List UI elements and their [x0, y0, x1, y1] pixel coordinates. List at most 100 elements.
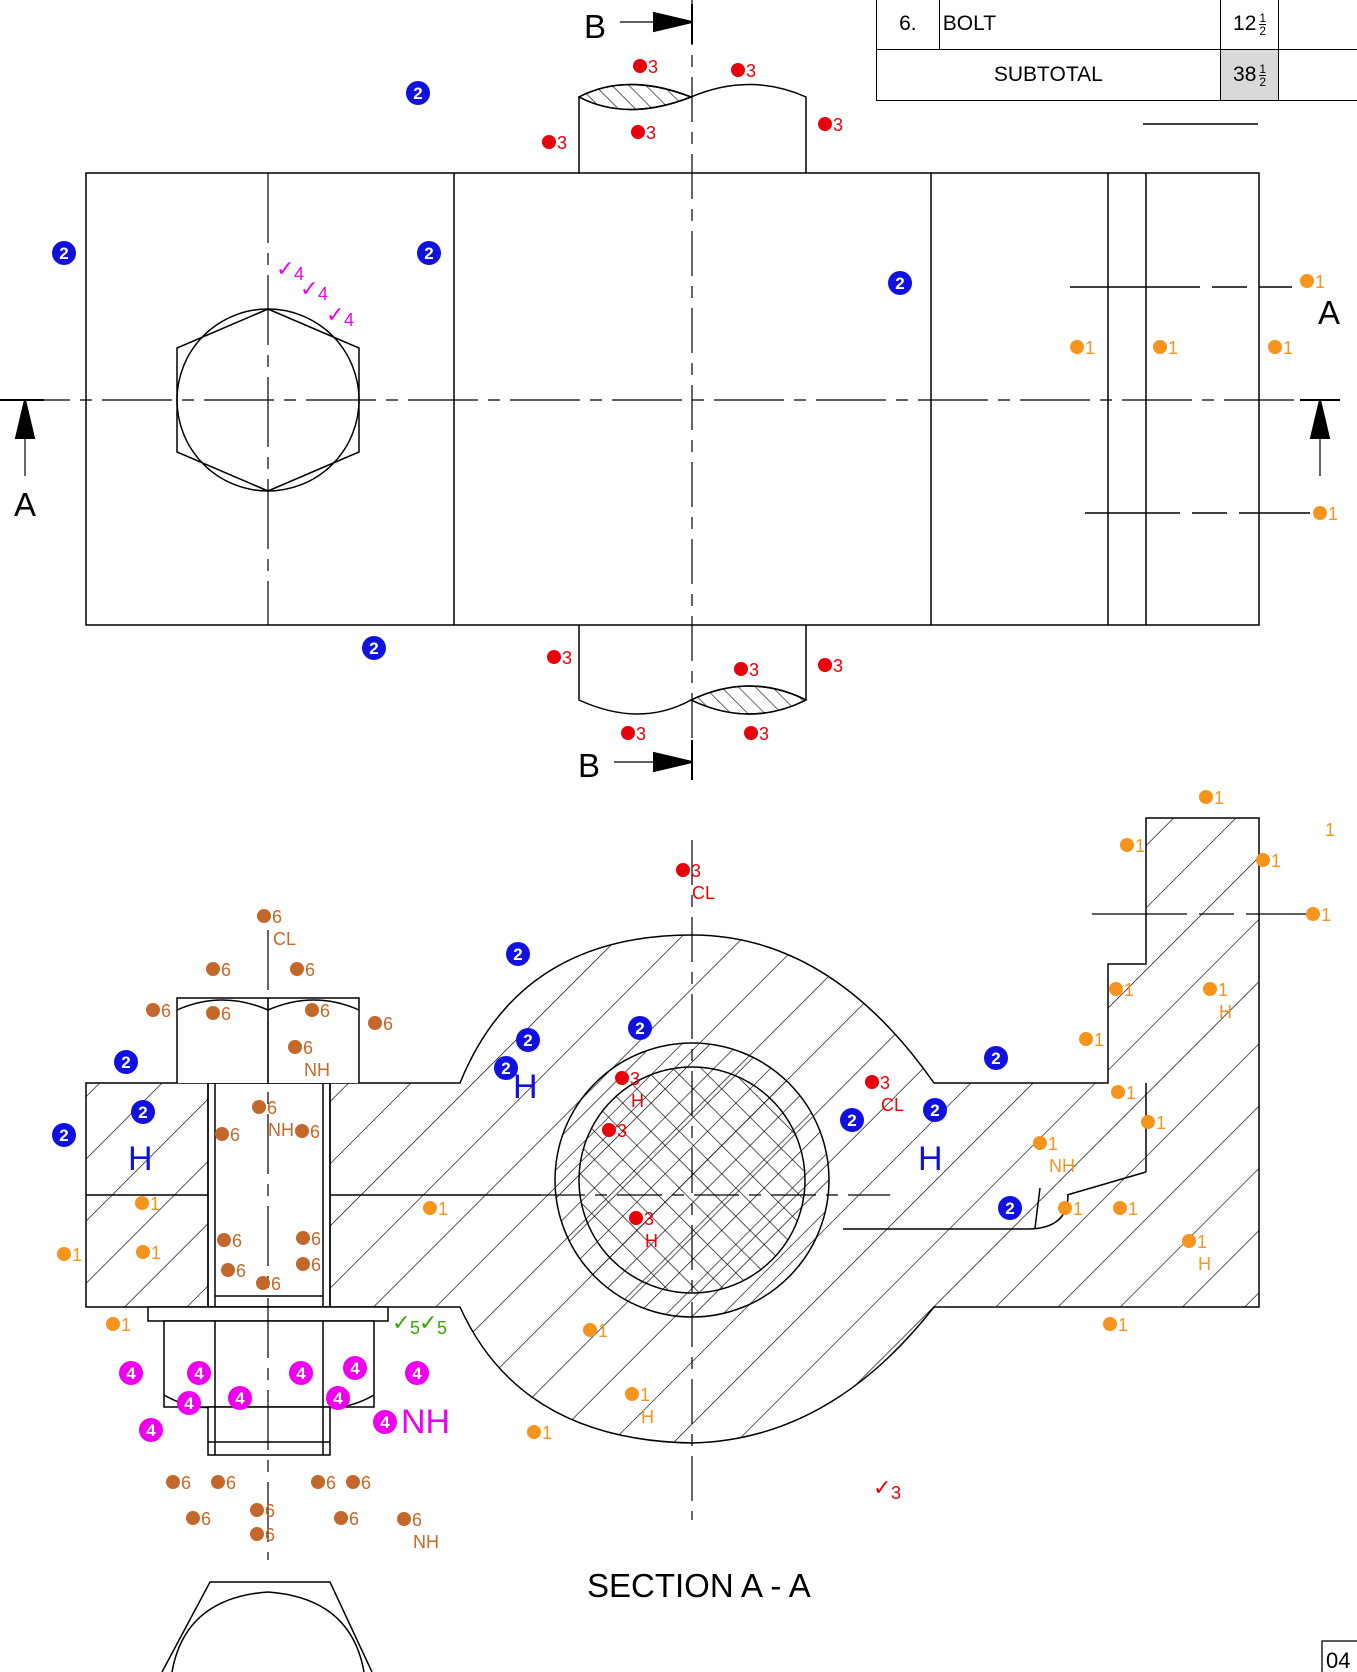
section-letter-b-bottom: B — [578, 747, 600, 784]
marker-number: 3 — [562, 648, 572, 668]
marker-badge-number: 2 — [895, 274, 904, 293]
marker-dot-6 — [397, 1512, 411, 1526]
marker-dot-1 — [1120, 838, 1134, 852]
marker-note: H — [641, 1407, 654, 1427]
marker-number: 6 — [303, 1038, 313, 1058]
marker-number: 1 — [1197, 1232, 1207, 1252]
subtotal-value-whole: 38 — [1233, 62, 1257, 86]
marker-dot-1 — [1113, 1201, 1127, 1215]
marker-number: 6 — [361, 1473, 371, 1493]
marker-dot-6 — [288, 1040, 302, 1054]
marker-number: 5 — [410, 1318, 420, 1338]
marker-badge-number: 2 — [369, 639, 378, 658]
marker-number: 1 — [1094, 1030, 1104, 1050]
marker-dot-3 — [865, 1075, 879, 1089]
marker-badge-4 — [228, 1386, 252, 1410]
marker-note: CL — [273, 929, 296, 949]
marker-dot-1 — [1300, 274, 1314, 288]
marker-dot-6 — [211, 1475, 225, 1489]
marker-dot-1 — [136, 1245, 150, 1259]
check-mark-icon: ✓ — [276, 257, 294, 282]
marker-number: 3 — [644, 1209, 654, 1229]
marker-label: H — [918, 1140, 943, 1178]
marker-dot-6 — [252, 1100, 266, 1114]
marker-dot-1 — [1153, 340, 1167, 354]
marker-dot-1 — [583, 1323, 597, 1337]
check-mark-icon: ✓ — [300, 277, 318, 302]
marker-number: 1 — [640, 1385, 650, 1405]
bolt-tail — [207, 1406, 331, 1456]
marker-badge-2 — [628, 1016, 652, 1040]
marker-number: 6 — [221, 1004, 231, 1024]
marker-note: H — [1198, 1254, 1211, 1274]
marker-badge-2 — [114, 1050, 138, 1074]
marker-number: 6 — [271, 1274, 281, 1294]
marker-dot-3 — [676, 863, 690, 877]
marker-dot-6 — [290, 962, 304, 976]
top-view — [85, 83, 1310, 715]
check-mark-icon: ✓ — [392, 1311, 410, 1336]
check-mark-icon: ✓ — [326, 303, 344, 328]
marker-dot-3 — [621, 726, 635, 740]
marker-badge-4 — [177, 1391, 201, 1415]
marker-label: H — [128, 1140, 153, 1178]
marker-dot-3 — [818, 117, 832, 131]
marker-number: 3 — [646, 123, 656, 143]
marker-badge-number: 4 — [350, 1359, 360, 1378]
section-letter-a-left: A — [14, 486, 36, 523]
row-item-label: BOLT — [942, 12, 997, 35]
marker-number: 1 — [598, 1321, 608, 1341]
marker-number: 1 — [542, 1423, 552, 1443]
subtotal-blank — [1278, 49, 1357, 101]
marker-dot-6 — [186, 1511, 200, 1525]
marker-dot-6 — [146, 1003, 160, 1017]
marker-number: 3 — [617, 1121, 627, 1141]
marker-badge-2 — [516, 1028, 540, 1052]
marker-dot-3 — [615, 1071, 629, 1085]
marker-badge-4 — [405, 1361, 429, 1385]
marker-dot-6 — [215, 1127, 229, 1141]
marker-dot-3 — [633, 59, 647, 73]
marker-number: 1 — [1283, 338, 1293, 358]
marker-dot-3 — [547, 650, 561, 664]
marker-badge-number: 2 — [635, 1019, 644, 1038]
marker-number: 1 — [1325, 820, 1335, 840]
marker-number: 3 — [636, 724, 646, 744]
section-view — [85, 817, 1260, 1672]
marker-number: 6 — [310, 1122, 320, 1142]
marker-dot-1 — [57, 1247, 71, 1261]
marker-badge-number: 4 — [380, 1413, 390, 1432]
marker-badge-4 — [326, 1386, 350, 1410]
marker-number: 1 — [1048, 1134, 1058, 1154]
marker-number: 6 — [236, 1261, 246, 1281]
marker-dot-1 — [1111, 1085, 1125, 1099]
marker-number: 3 — [557, 133, 567, 153]
marker-dot-1 — [625, 1387, 639, 1401]
marker-number: 1 — [1328, 504, 1338, 524]
marker-badge-2 — [840, 1108, 864, 1132]
marker-note: NH — [1049, 1156, 1075, 1176]
section-centerlines — [267, 840, 1320, 1560]
section-letter-a-right: A — [1318, 294, 1340, 331]
marker-dot-6 — [217, 1233, 231, 1247]
marker-dot-6 — [334, 1511, 348, 1525]
marker-number: 6 — [265, 1501, 275, 1521]
marker-number: 6 — [311, 1229, 321, 1249]
marker-badge-4 — [373, 1410, 397, 1434]
marker-dot-1 — [1199, 790, 1213, 804]
section-arrows — [0, 4, 1340, 780]
marker-note: NH — [413, 1532, 439, 1552]
marker-dot-6 — [250, 1503, 264, 1517]
marker-number: 1 — [1085, 338, 1095, 358]
marker-number: 1 — [121, 1315, 131, 1335]
marker-badge-number: 4 — [184, 1394, 194, 1413]
marker-label: H — [513, 1068, 538, 1106]
marker-dot-3 — [542, 135, 556, 149]
marker-number: 1 — [1118, 1315, 1128, 1335]
marker-number: 6 — [383, 1014, 393, 1034]
marker-number: 4 — [294, 264, 304, 284]
check-mark-icon: ✓ — [419, 1311, 437, 1336]
marker-number: 3 — [746, 61, 756, 81]
marker-dot-1 — [1109, 982, 1123, 996]
